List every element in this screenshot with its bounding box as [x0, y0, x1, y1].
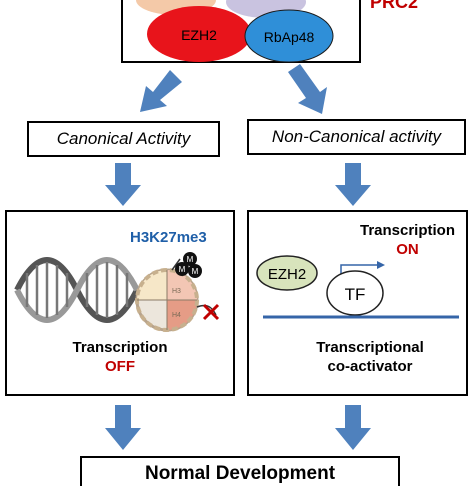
canonical-activity-box: Canonical Activity	[27, 121, 220, 157]
canonical-transcription-state: OFF	[105, 358, 135, 375]
arrow-noncanonical-down	[335, 163, 371, 206]
canonical-transcription-label: Transcription	[72, 339, 168, 356]
coactivator-line2: co-activator	[327, 358, 413, 375]
rbap48-subunit-label: RbAp48	[264, 29, 315, 45]
noncanonical-activity-label: Non-Canonical activity	[271, 127, 442, 146]
noncanonical-panel	[247, 210, 468, 396]
coactivator-line1: Transcriptional	[316, 339, 424, 356]
blocked-transcription-icon	[196, 303, 220, 321]
tf-oval: TF	[326, 270, 384, 316]
svg-text:H4: H4	[172, 312, 181, 319]
h3k27me3-label: H3K27me3	[130, 229, 207, 246]
arrow-to-noncanonical	[288, 64, 327, 114]
ezh2-green-label: EZH2	[268, 266, 306, 283]
tf-label: TF	[345, 285, 366, 304]
arrow-noncanonical-bottom	[335, 405, 371, 450]
noncanonical-transcription-state: ON	[396, 241, 419, 258]
ezh2-subunit-label: EZH2	[181, 27, 217, 43]
noncanonical-activity-box: Non-Canonical activity	[247, 119, 466, 155]
dna-helix-icon	[14, 257, 140, 323]
normal-development-box: Normal Development	[80, 456, 400, 486]
ezh2-subunit	[147, 6, 251, 62]
arrow-to-canonical	[140, 70, 182, 112]
prc2-complex-illustration: EZH2 RbAp48	[136, 0, 334, 63]
methyl-m2: M	[187, 255, 194, 264]
ezh2-green-oval: EZH2	[256, 255, 318, 291]
arrow-canonical-down	[105, 163, 141, 206]
arrow-canonical-bottom	[105, 405, 141, 450]
chromatin-illustration: H3 H4 M M M	[14, 252, 220, 332]
methyl-m3: M	[192, 267, 199, 276]
noncanonical-transcription-label: Transcription	[359, 222, 456, 239]
normal-development-label: Normal Development	[144, 463, 336, 484]
rbap48-subunit	[244, 9, 334, 63]
svg-text:H3: H3	[172, 288, 181, 295]
coactivator-illustration: EZH2 TF	[256, 255, 459, 319]
methyl-m1: M	[179, 265, 186, 274]
prc2-complex-label: PRC2	[370, 0, 419, 12]
methyl-marks: M M M	[171, 252, 202, 278]
nucleosome-icon: H3 H4	[135, 268, 199, 332]
canonical-activity-label: Canonical Activity	[56, 129, 191, 148]
